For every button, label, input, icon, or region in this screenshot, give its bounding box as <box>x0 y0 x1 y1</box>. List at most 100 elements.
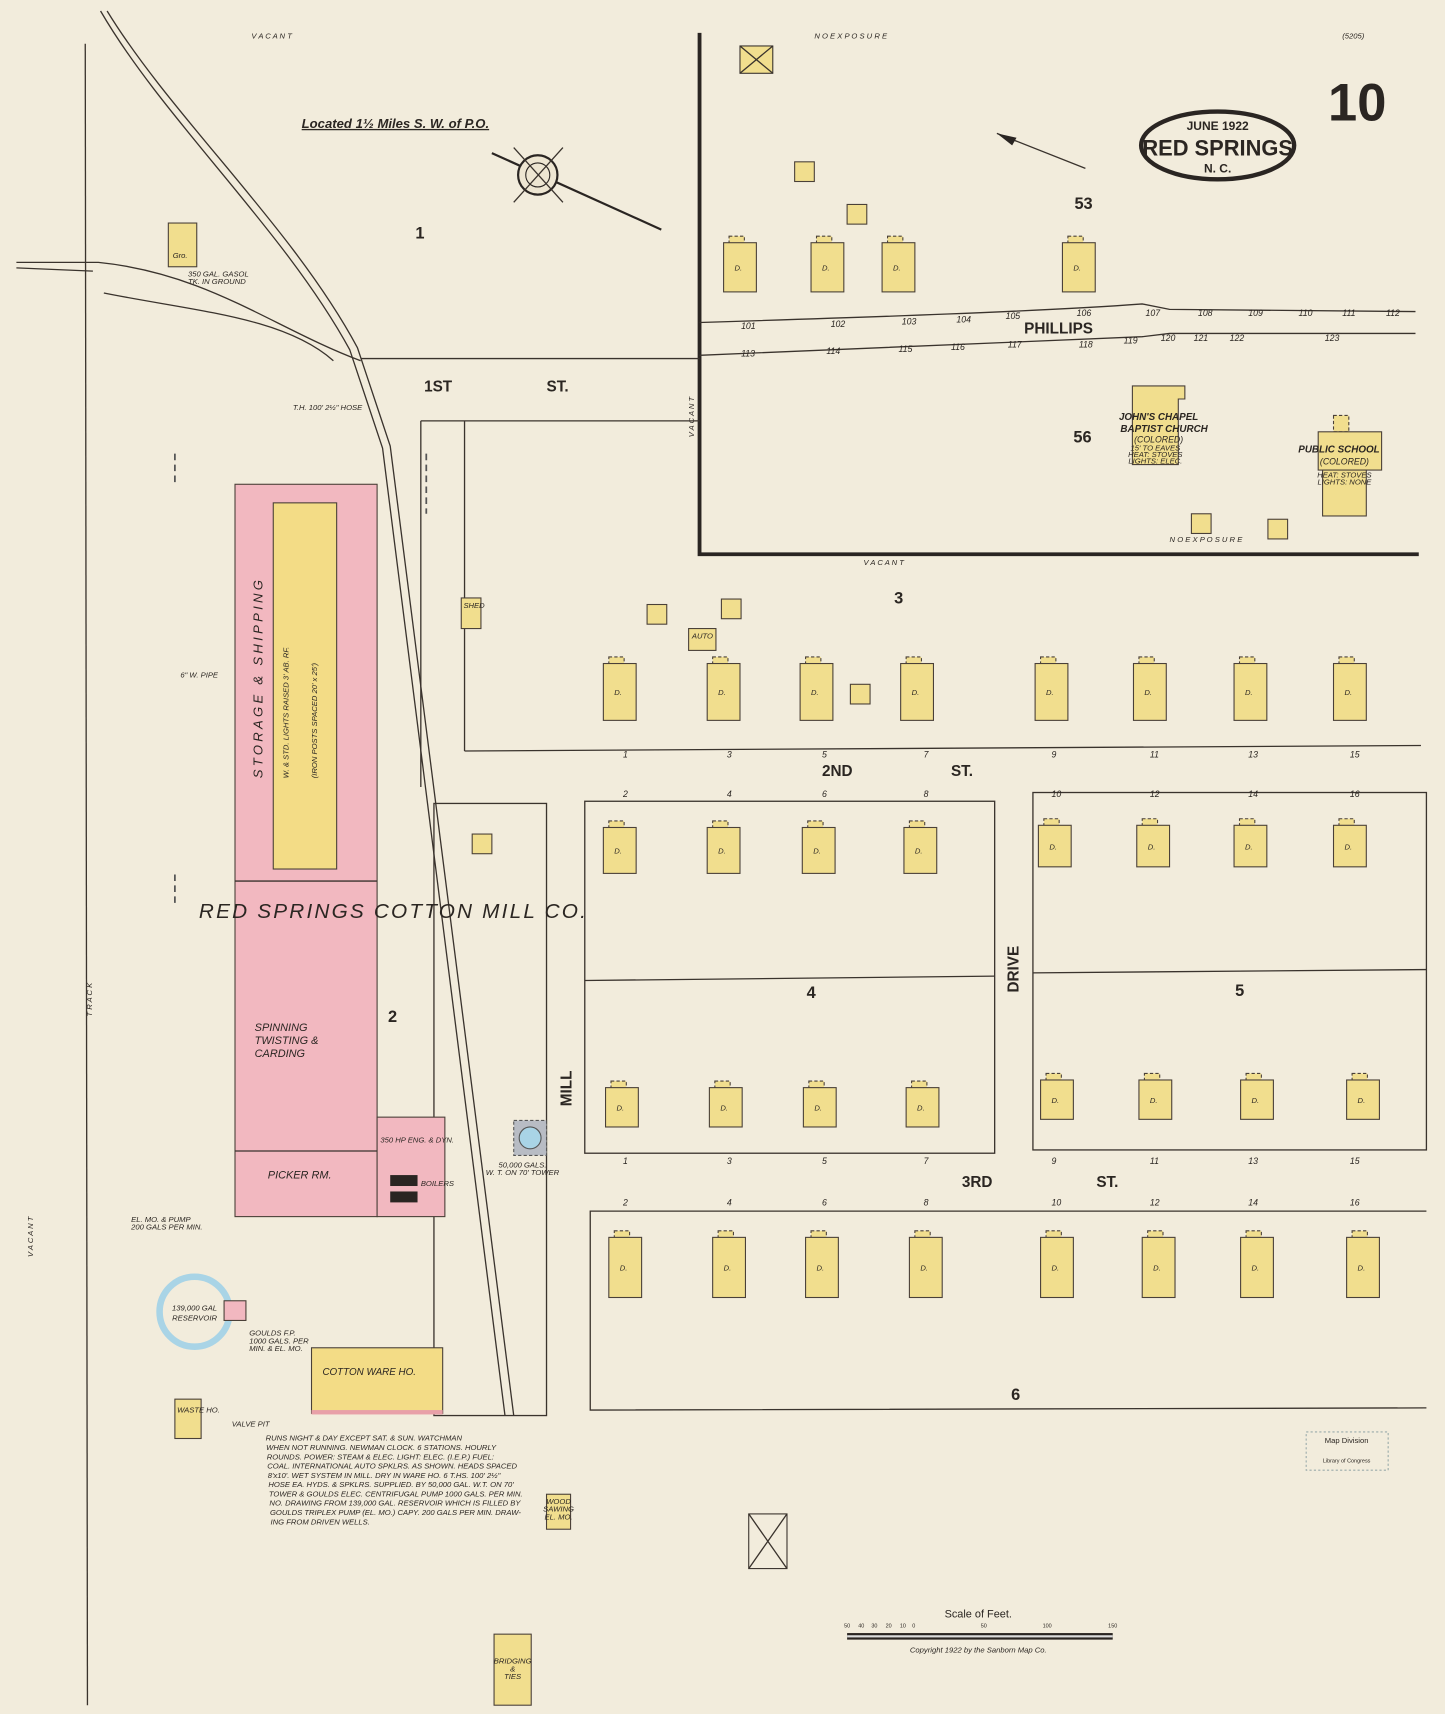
town-name: RED SPRINGS <box>1142 135 1293 160</box>
house-number: 4 <box>727 1198 732 1208</box>
water-tower: 50,000 GALS. W. T. ON 70' TOWER <box>486 1119 560 1177</box>
outbuilding <box>794 161 815 183</box>
house-number: 16 <box>1350 1198 1360 1208</box>
road-curve <box>16 261 361 362</box>
pump-note-3: MIN. & EL. MO. <box>249 1344 303 1353</box>
house-number: 9 <box>1052 750 1057 760</box>
phillips-number: 119 <box>1124 335 1138 345</box>
shed-label: SHED <box>463 601 485 610</box>
school-lights: LIGHTS: NONE <box>1317 477 1372 486</box>
dwelling: D. <box>1061 235 1096 293</box>
pump-left-note: EL. MO. & PUMP <box>131 1215 191 1224</box>
dwelling: D. <box>805 1230 839 1299</box>
phillips-number: 114 <box>826 346 840 356</box>
block-53-56-boundary <box>697 32 1419 557</box>
library-stamp: Map Division Library of Congress <box>1305 1431 1389 1471</box>
note-line: COAL. INTERNATIONAL AUTO SPKLRS. AS SHOW… <box>267 1462 517 1471</box>
church-eaves: 15' TO EAVES <box>1130 443 1181 452</box>
outbuilding <box>1190 513 1212 535</box>
dwelling-label: D. <box>813 847 821 856</box>
waste-house: WASTE HO. <box>174 1398 220 1440</box>
ties-label: TIES <box>504 1672 522 1681</box>
house-number: 7 <box>924 1156 930 1166</box>
dwelling: D. <box>608 1230 643 1299</box>
dwelling-label: D. <box>814 1104 822 1113</box>
block-number-6: 6 <box>1011 1386 1020 1404</box>
note-line: ROUNDS. POWER: STEAM & ELEC. LIGHT: ELEC… <box>267 1452 494 1461</box>
bridging-ties-shed: BRIDGING & TIES <box>493 1633 532 1706</box>
dwelling-label: D. <box>1046 688 1054 697</box>
dwelling-label: D. <box>1358 1264 1366 1273</box>
tower-capacity: 50,000 GALS. <box>498 1160 546 1169</box>
block-number-2: 2 <box>388 1008 397 1026</box>
dwelling: D. <box>1132 656 1167 721</box>
location-note: Located 1½ Miles S. W. of P.O. <box>302 116 489 131</box>
dwelling-label: D. <box>1245 842 1253 851</box>
mill-name: RED SPRINGS COTTON MILL CO. <box>199 900 588 923</box>
phillips-number: 108 <box>1198 308 1213 318</box>
house-number: 1 <box>623 750 628 760</box>
spinning-label-3: CARDING <box>255 1048 306 1060</box>
cotton-mill-complex: STORAGE & SHIPPING W. & STD. LIGHTS RAIS… <box>174 453 588 1218</box>
dwelling-label: D. <box>720 1104 728 1113</box>
first-street-lines <box>360 357 700 788</box>
dwelling: D. <box>708 1080 743 1128</box>
dwelling: D. <box>706 820 741 874</box>
house-number: 14 <box>1248 1198 1258 1208</box>
margin-vacant-top: V A C A N T <box>251 31 293 40</box>
phillips-number: 109 <box>1248 308 1263 318</box>
house-number: 11 <box>1150 1156 1159 1166</box>
dwelling: D. <box>604 1080 639 1128</box>
road-left <box>103 292 334 362</box>
reservoir-label: RESERVOIR <box>172 1313 217 1322</box>
dwelling: D. <box>799 656 834 721</box>
mill-notes: RUNS NIGHT & DAY EXCEPT SAT. & SUN. WATC… <box>266 1434 523 1527</box>
street-mill: MILL <box>559 1071 576 1107</box>
dwelling-label: D. <box>1252 1096 1260 1105</box>
house-number: 9 <box>1052 1156 1057 1166</box>
phillips-number: 104 <box>956 315 971 325</box>
dwelling-label: D. <box>817 1264 825 1273</box>
scale-title: Scale of Feet. <box>945 1609 1012 1621</box>
street-drive: DRIVE <box>1006 946 1023 993</box>
house-number: 16 <box>1350 789 1360 799</box>
dwelling-label: D. <box>1358 1096 1366 1105</box>
dwelling-label: D. <box>1344 688 1352 697</box>
sheet-date: JUNE 1922 <box>1187 119 1249 133</box>
dwelling: D. <box>1138 1072 1173 1120</box>
school-name: PUBLIC SCHOOL <box>1298 445 1379 456</box>
dwelling-label: D. <box>620 1264 628 1273</box>
storage-label: STORAGE & SHIPPING <box>250 577 265 779</box>
second-street-lines <box>464 744 1421 752</box>
sheet-number: 10 <box>1328 74 1386 132</box>
block-5 <box>1032 791 1428 1151</box>
dwelling: D. <box>908 1230 943 1299</box>
phillips-number: 117 <box>1008 340 1023 350</box>
dwelling: D. <box>1136 818 1171 868</box>
outbuilding <box>849 683 871 705</box>
church-lights: LIGHTS: ELEC. <box>1128 457 1182 466</box>
scale-tick: 40 <box>858 1624 864 1630</box>
house-number: 12 <box>1150 1198 1160 1208</box>
dwelling-label: D. <box>1150 1096 1158 1105</box>
phillips-number: 101 <box>741 321 756 331</box>
pump-left-note-2: 200 GALS PER MIN. <box>130 1223 202 1232</box>
outbuilding <box>846 203 868 225</box>
sheet-code: (5205) <box>1342 31 1365 40</box>
dwelling: D. <box>1346 1230 1380 1299</box>
margin-vacant-bottom: V A C A N T <box>864 558 906 567</box>
dwelling: D. <box>602 656 637 721</box>
house-number: 13 <box>1248 750 1258 760</box>
street-first-a: 1ST <box>424 378 453 395</box>
phillips-number: 118 <box>1079 340 1093 350</box>
phillips-number: 105 <box>1006 311 1021 321</box>
church-name-2: BAPTIST CHURCH <box>1120 424 1208 435</box>
phillips-number: 103 <box>902 317 917 327</box>
church-name: JOHN'S CHAPEL <box>1119 412 1198 423</box>
dwelling: D. <box>900 656 935 721</box>
dwelling-label: D. <box>920 1264 928 1273</box>
phillips-number: 120 <box>1161 333 1176 343</box>
dwelling: D. <box>810 235 845 293</box>
dwelling-label: D. <box>1052 1096 1060 1105</box>
house-number: 13 <box>1248 1156 1258 1166</box>
